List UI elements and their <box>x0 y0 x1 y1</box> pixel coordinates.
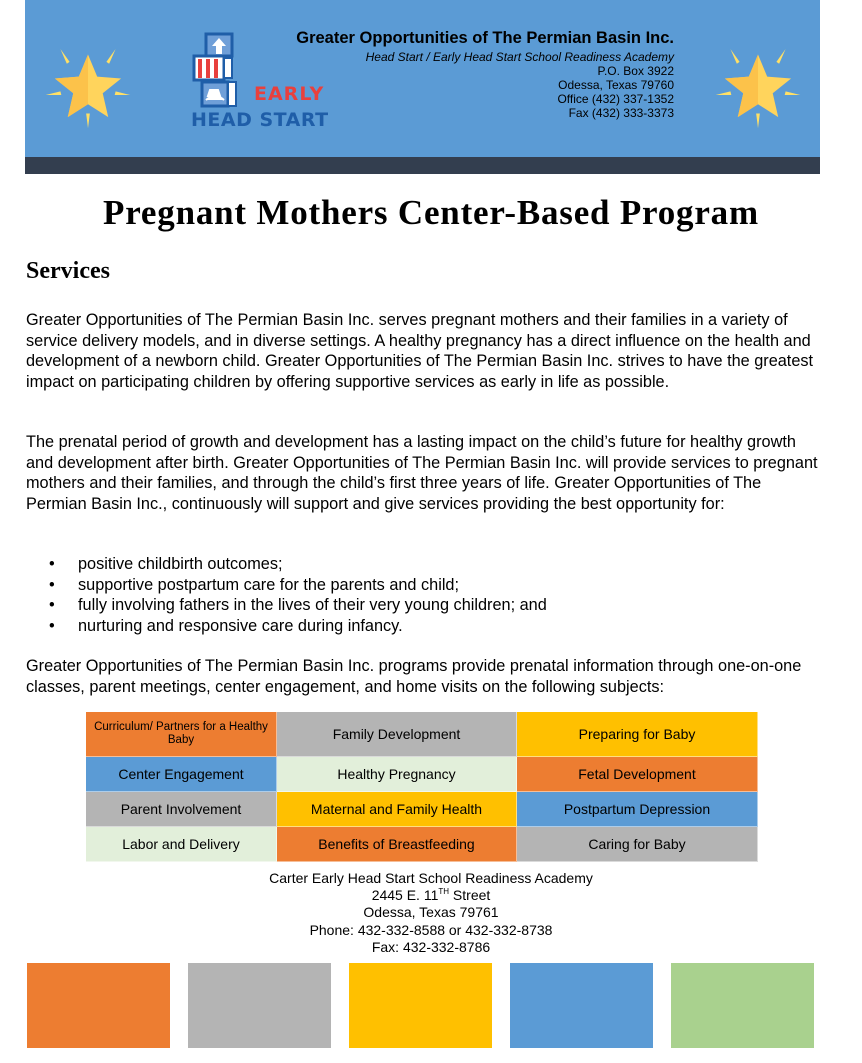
bullet-icon: • <box>49 555 55 573</box>
subject-cell: Benefits of Breastfeeding <box>277 827 517 862</box>
star-icon <box>45 49 131 129</box>
swatch-blue <box>510 963 653 1048</box>
blocks-icon <box>192 32 237 108</box>
organization-subtitle: Head Start / Early Head Start School Rea… <box>365 50 674 64</box>
subject-cell: Postpartum Depression <box>517 792 758 827</box>
section-title-services: Services <box>26 258 110 284</box>
fax-number: Fax (432) 333-3373 <box>568 106 674 120</box>
subject-cell: Caring for Baby <box>517 827 758 862</box>
list-item: •positive childbirth outcomes; <box>49 555 283 573</box>
subject-cell: Family Development <box>277 712 517 757</box>
intro-paragraph: Greater Opportunities of The Permian Bas… <box>26 311 814 391</box>
subject-cell: Healthy Pregnancy <box>277 757 517 792</box>
prenatal-paragraph: The prenatal period of growth and develo… <box>26 433 818 513</box>
bullet-icon: • <box>49 616 55 635</box>
bullet-icon: • <box>49 596 55 615</box>
color-swatches <box>27 963 814 1048</box>
center-name: Carter Early Head Start School Readiness… <box>269 870 593 886</box>
organization-name: Greater Opportunities of The Permian Bas… <box>296 29 674 47</box>
swatch-yellow <box>349 963 492 1048</box>
swatch-green <box>671 963 814 1048</box>
po-box: P.O. Box 3922 <box>597 64 675 78</box>
office-phone: Office (432) 337-1352 <box>557 92 674 106</box>
bullet-icon: • <box>49 575 55 594</box>
center-address: Carter Early Head Start School Readiness… <box>0 870 862 956</box>
subject-cell: Curriculum/ Partners for a Healthy Baby <box>86 712 277 757</box>
page-title: Pregnant Mothers Center-Based Program <box>103 193 759 232</box>
list-item: •nurturing and responsive care during in… <box>49 616 403 635</box>
early-head-start-logo <box>188 30 338 135</box>
header-divider-bar <box>25 157 820 174</box>
header-banner <box>25 0 820 157</box>
subject-cell: Center Engagement <box>86 757 277 792</box>
list-item: •fully involving fathers in the lives of… <box>49 596 547 615</box>
subject-cell: Labor and Delivery <box>86 827 277 862</box>
swatch-gray <box>188 963 331 1048</box>
center-street: 2445 E. 11TH Street <box>371 887 491 904</box>
city-state-zip: Odessa, Texas 79760 <box>558 78 674 92</box>
swatch-orange <box>27 963 170 1048</box>
center-city: Odessa, Texas 79761 <box>363 904 499 921</box>
star-icon <box>715 49 801 129</box>
subject-cell: Parent Involvement <box>86 792 277 827</box>
subject-cell: Fetal Development <box>517 757 758 792</box>
center-phone: Phone: 432-332-8588 or 432-332-8738 <box>309 921 553 938</box>
center-fax: Fax: 432-332-8786 <box>371 938 491 955</box>
subject-cell: Preparing for Baby <box>517 712 758 757</box>
subject-cell: Maternal and Family Health <box>277 792 517 827</box>
logo-head-start-text: HEAD START <box>191 109 329 131</box>
opportunity-list: •positive childbirth outcomes; •supporti… <box>49 554 547 636</box>
subjects-grid: Curriculum/ Partners for a Healthy Baby … <box>86 712 758 862</box>
organization-info: Greater Opportunities of The Permian Bas… <box>254 29 674 120</box>
programs-paragraph: Greater Opportunities of The Permian Bas… <box>26 657 802 696</box>
list-item: •supportive postpartum care for the pare… <box>49 575 460 594</box>
logo-early-text: EARLY <box>254 83 325 105</box>
